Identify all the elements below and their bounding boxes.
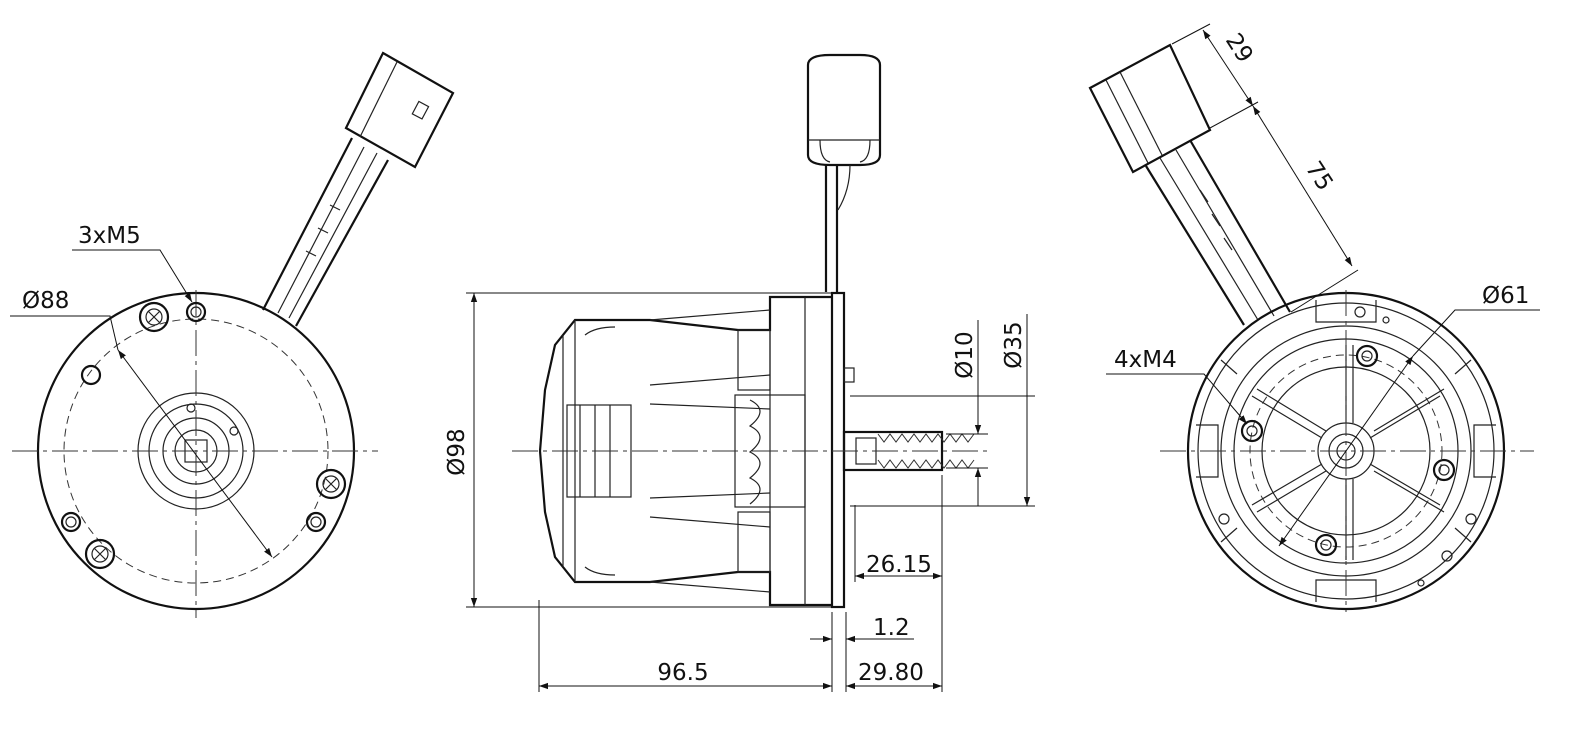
left-front-view: 3xM5 Ø88 bbox=[10, 51, 455, 618]
right-connector bbox=[1088, 43, 1291, 326]
dim-diameter-10: Ø10 bbox=[952, 331, 978, 378]
dim-75: 75 bbox=[1300, 157, 1338, 196]
thread-callout-4xm4: 4xM4 bbox=[1114, 347, 1177, 373]
diameter-callout-61: Ø61 bbox=[1482, 283, 1529, 309]
m5-hole bbox=[185, 301, 207, 323]
left-screw-right bbox=[315, 468, 347, 500]
dim-diameter-35: Ø35 bbox=[1001, 321, 1027, 368]
dim-26-15: 26.15 bbox=[866, 552, 932, 578]
m4-hole bbox=[1240, 419, 1264, 443]
left-screw-bottom bbox=[84, 538, 116, 570]
left-connector bbox=[262, 51, 455, 327]
dim-29-80: 29.80 bbox=[858, 660, 924, 686]
m4-hole bbox=[1355, 344, 1379, 368]
dim-1-2: 1.2 bbox=[873, 615, 910, 641]
mounting-plate bbox=[830, 291, 846, 609]
left-bolt-circle bbox=[63, 318, 329, 584]
right-rear-view: 29 75 Ø61 bbox=[1088, 23, 1540, 612]
diameter-callout-88: Ø88 bbox=[22, 288, 69, 314]
thread-callout-3xm5: 3xM5 bbox=[78, 223, 141, 249]
side-view: Ø98 Ø10 Ø35 26.15 1.2 96.5 29.80 bbox=[444, 53, 1035, 692]
dim-29: 29 bbox=[1220, 29, 1258, 68]
dim-96-5: 96.5 bbox=[657, 660, 708, 686]
dim-diameter-98: Ø98 bbox=[444, 428, 470, 475]
m5-hole bbox=[60, 511, 82, 533]
side-connector bbox=[806, 53, 882, 292]
m5-hole bbox=[305, 511, 327, 533]
m4-hole bbox=[1432, 458, 1456, 482]
left-screw-top bbox=[138, 301, 170, 333]
